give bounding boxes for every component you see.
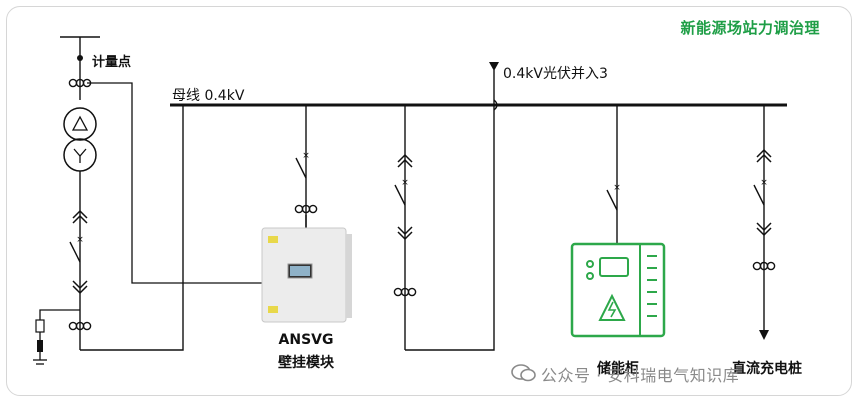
- grid-feeder: [33, 36, 262, 365]
- metering-point-label: 计量点: [92, 55, 132, 70]
- diagram-title: 新能源场站力调治理: [680, 19, 820, 37]
- ansvg-sublabel: 壁挂模块: [278, 355, 334, 371]
- watermark-text: 公众号 · 安科瑞电气知识库: [541, 366, 740, 385]
- transformer-delta-icon: [63, 107, 97, 141]
- metering-point-dot: [77, 55, 83, 61]
- dc-charger-branch: [752, 105, 776, 340]
- diagram-frame: [6, 6, 852, 396]
- transformer-wye-icon: [63, 138, 97, 172]
- pv-connection: [489, 62, 499, 111]
- ansvg-label: ANSVG: [278, 332, 334, 348]
- energy-storage-branch: [570, 105, 666, 338]
- feeder-loop: [393, 105, 495, 351]
- wechat-icon: [511, 364, 536, 382]
- dc-charger-label: 直流充电桩: [732, 361, 802, 377]
- busbar-label: 母线 0.4kV: [172, 88, 245, 104]
- ansvg-branch: [261, 105, 352, 323]
- energy-storage-label: 储能柜: [597, 361, 639, 377]
- pv-connection-label: 0.4kV光伏并入3: [503, 66, 608, 82]
